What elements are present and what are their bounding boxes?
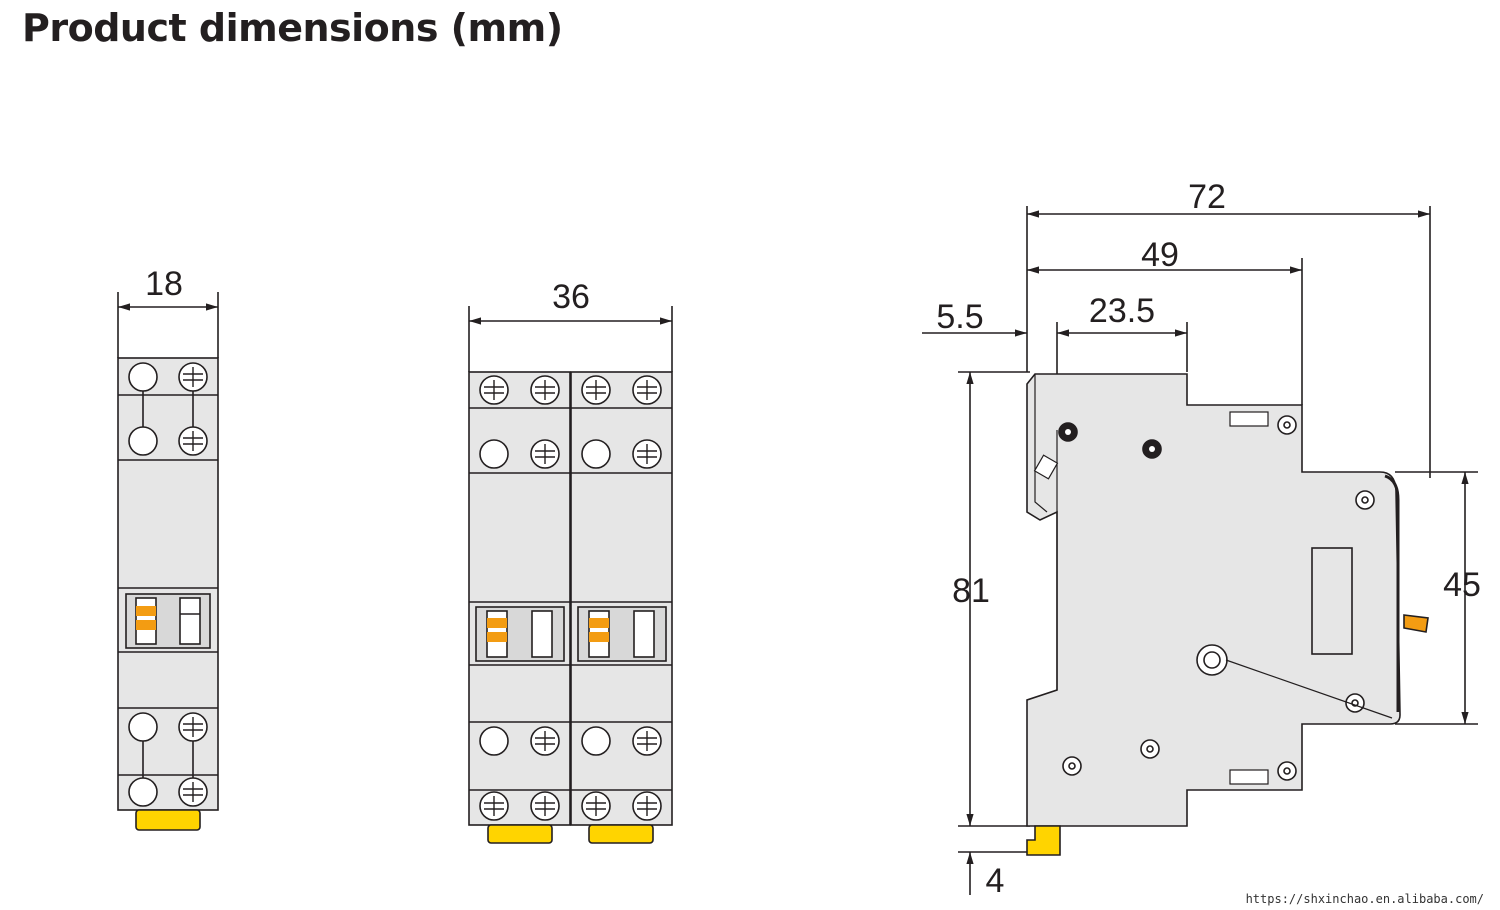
dim-49-label: 49 <box>1141 236 1179 274</box>
side-view <box>922 206 1478 895</box>
dim-81-label: 81 <box>952 572 990 610</box>
single-module-front-view <box>117 292 219 831</box>
dim-45-label: 45 <box>1443 566 1481 604</box>
dim-4-label: 4 <box>986 862 1005 900</box>
dim-36-label: 36 <box>552 278 590 316</box>
dim-23-5-label: 23.5 <box>1089 292 1155 330</box>
dim-5-5-label: 5.5 <box>936 298 983 336</box>
page-title: Product dimensions (mm) <box>22 6 563 50</box>
dim-72-label: 72 <box>1188 178 1226 216</box>
double-module-front-view <box>468 306 673 844</box>
dim-18-label: 18 <box>145 265 183 303</box>
source-url-watermark: https://shxinchao.en.alibaba.com/ <box>1245 892 1484 906</box>
